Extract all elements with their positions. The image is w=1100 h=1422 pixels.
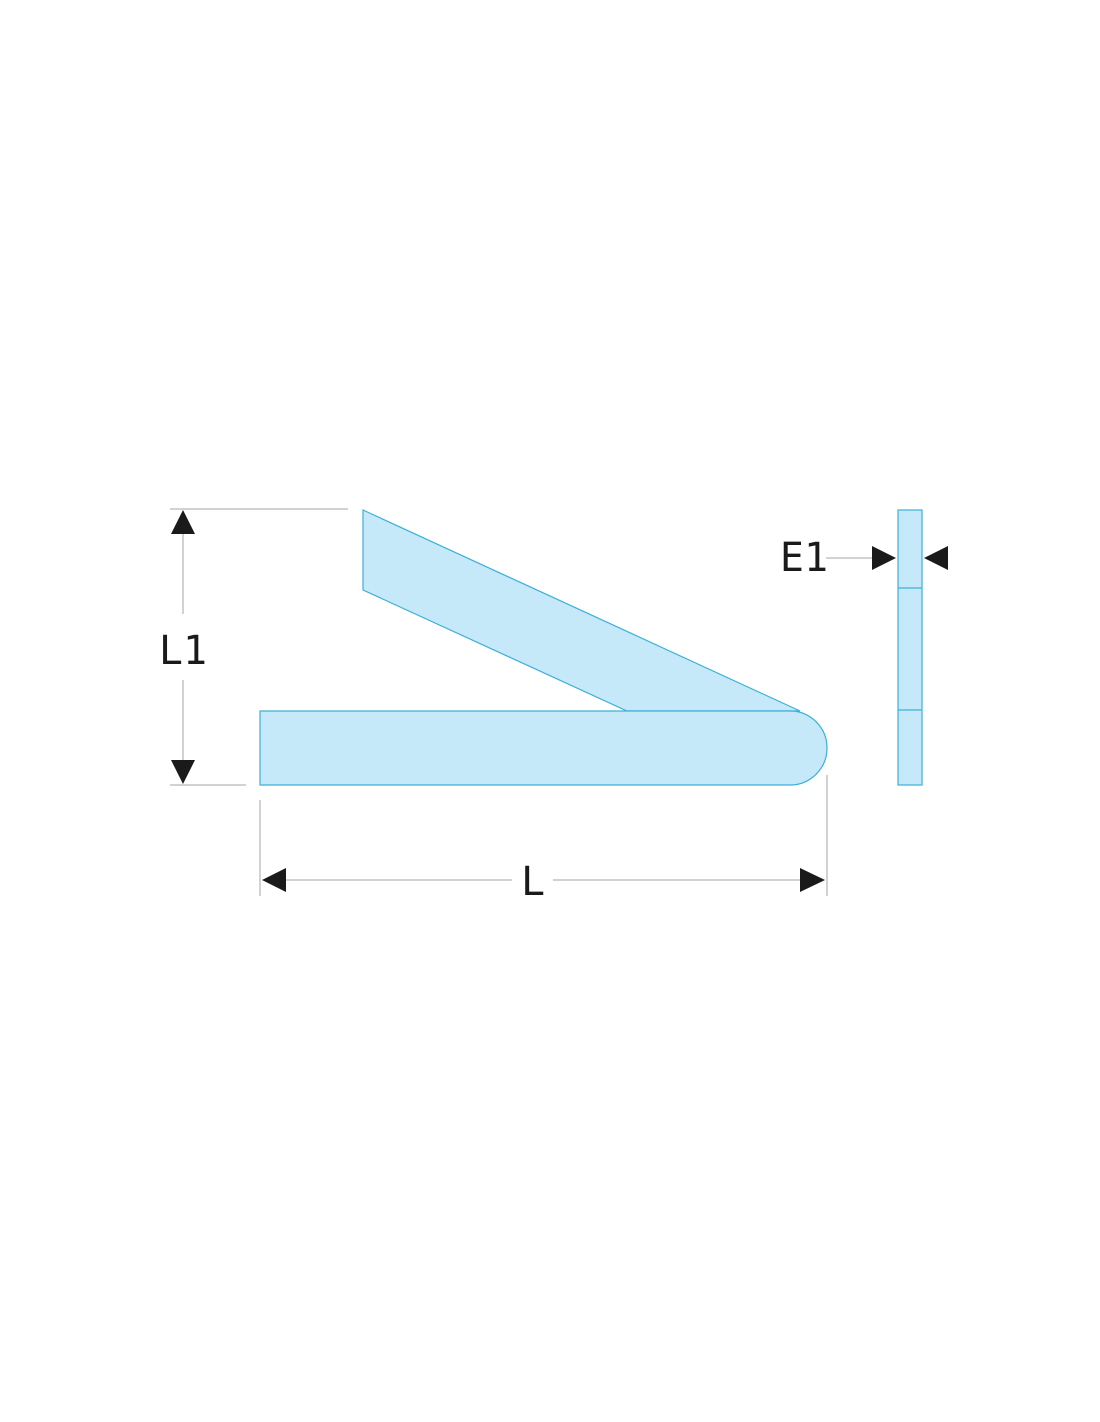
arrow-left-icon [262,868,286,892]
arrow-left-icon [924,546,948,570]
lower-arm [259,710,828,786]
side-view [897,509,923,786]
height-label: L1 [159,628,207,674]
arrow-up-icon [171,510,195,534]
arrow-down-icon [171,760,195,784]
arrow-right-icon [872,546,896,570]
thickness-label: E1 [780,535,828,581]
length-label: L [521,859,545,905]
arrow-right-icon [800,868,825,892]
upper-arm [362,509,801,712]
